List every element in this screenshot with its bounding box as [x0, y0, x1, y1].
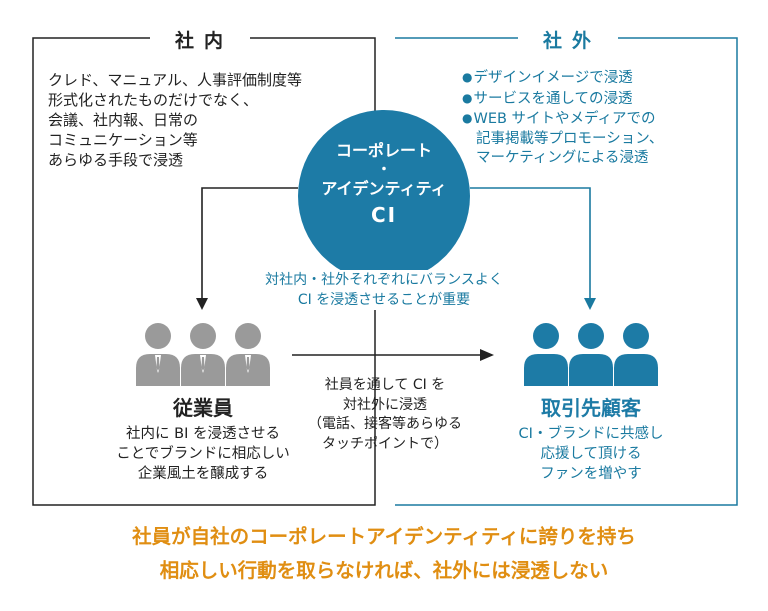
internal-box-border [32, 37, 376, 506]
arrow-to-employees [201, 187, 298, 300]
bottom-message: 社員が自社のコーポレートアイデンティティに誇りを持ち 相応しい行動を取らなければ… [0, 520, 768, 588]
employees-people-icon [136, 323, 270, 386]
middle-message: 社員を通して CI を 対社外に浸透 （電話、接客等あらゆる タッチポイントで） [308, 377, 462, 452]
internal-line: あらゆる手段で浸透 [48, 151, 184, 169]
internal-line: 形式化されたものだけでなく、 [48, 91, 259, 109]
bottom-message-line2: 相応しい行動を取らなければ、社外には浸透しない [159, 559, 609, 582]
customers-people-icon [524, 323, 658, 386]
bullet-icon: ● [462, 70, 473, 84]
arrow-to-customers [470, 187, 591, 300]
employees-title: 従業員 [173, 396, 233, 420]
internal-description: クレド、マニュアル、人事評価制度等 形式化されたものだけでなく、 会議、社内報、… [48, 70, 368, 170]
ci-circle-text: コーポレート ・ アイデンティティ CI [298, 140, 470, 230]
bullet-icon: ● [462, 111, 473, 125]
external-list: ●デザインイメージで浸透 ●サービスを通しての浸透 ●WEB サイトやメディアで… [462, 68, 732, 169]
center-message: 対社内・社外それぞれにバランスよく CI を浸透させることが重要 [218, 270, 550, 310]
internal-line: コミュニケーション等 [48, 131, 198, 149]
ci-line1: コーポレート [335, 141, 432, 160]
internal-line: 会議、社内報、日常の [48, 111, 199, 129]
employees-description: 社内に BI を浸透させる ことでブランドに相応しい 企業風土を醸成する [116, 426, 290, 482]
external-item-cont: マーケティングによる浸透 [476, 150, 649, 166]
ci-dot: ・ [377, 162, 391, 178]
customers-description: CI・ブランドに共感し 応援して頂ける ファンを増やす [518, 426, 664, 482]
internal-line: クレド、マニュアル、人事評価制度等 [48, 71, 302, 89]
internal-title: 社内 [150, 26, 250, 53]
ci-abbr: CI [370, 203, 398, 227]
ci-circle [298, 110, 470, 282]
external-item-cont: 記事掲載等プロモーション、 [476, 130, 664, 147]
external-item: ●WEB サイトやメディアでの [462, 111, 656, 127]
ci-line2: アイデンティティ [321, 179, 447, 198]
external-title: 社外 [518, 26, 618, 53]
arrow-employees-to-customers-head [480, 349, 494, 361]
bottom-message-line1: 社員が自社のコーポレートアイデンティティに誇りを持ち [132, 525, 636, 548]
bullet-icon: ● [462, 90, 473, 105]
arrow-to-customers-head [584, 298, 596, 310]
external-item: ●デザインイメージで浸透 [462, 70, 633, 86]
customers-title: 取引先顧客 [541, 396, 641, 420]
external-item: ●サービスを通しての浸透 [462, 90, 633, 107]
arrow-to-employees-head [196, 298, 208, 310]
